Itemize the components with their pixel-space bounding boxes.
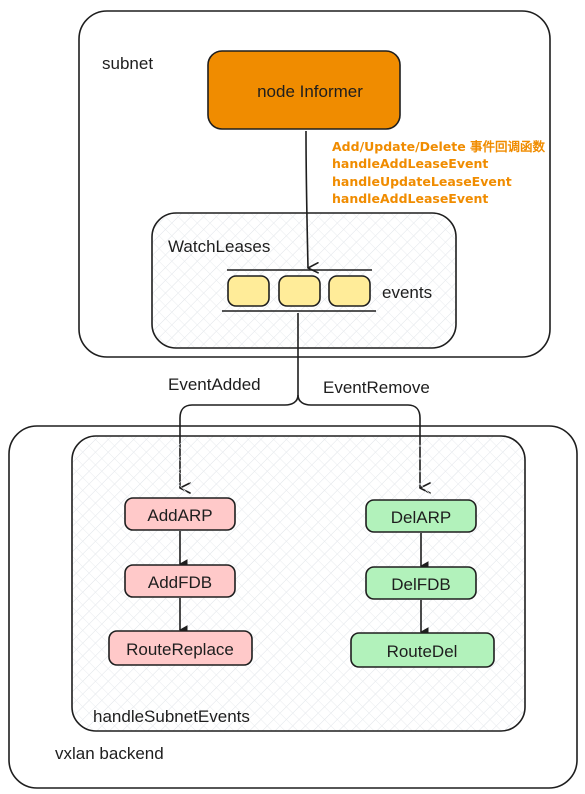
callback-note-line-1: handleAddLeaseEvent [332, 156, 488, 171]
node-informer-label: node Informer [257, 82, 363, 101]
queue-event-item [227, 275, 270, 307]
add-fdb-label: AddFDB [148, 573, 212, 592]
add-arp-box [124, 497, 236, 531]
subnet-label: subnet [102, 54, 153, 73]
vxlan-backend-label: vxlan backend [55, 744, 164, 763]
node-informer-box [207, 50, 401, 130]
del-arp-label: DelARP [391, 508, 451, 527]
del-fdb-label: DelFDB [391, 575, 451, 594]
callback-note-line-0: Add/Update/Delete 事件回调函数 [332, 139, 546, 154]
add-fdb-box [124, 564, 236, 598]
route-del-label: RouteDel [387, 642, 458, 661]
add-arp-label: AddARP [147, 506, 212, 525]
callback-note-line-3: handleAddLeaseEvent [332, 191, 488, 206]
del-arp-box [365, 499, 477, 533]
queue-event-item [328, 275, 371, 307]
event-added-arrow [179, 313, 299, 494]
queue-event-item [278, 275, 321, 307]
event-remove-arrow [297, 394, 431, 494]
vxlan-backend-container [8, 425, 578, 789]
events-label: events [382, 283, 432, 302]
event-added-label: EventAdded [168, 375, 261, 394]
subnet-container [78, 10, 551, 358]
route-del-box [350, 632, 495, 668]
watch-leases-label: WatchLeases [168, 237, 270, 256]
event-remove-label: EventRemove [323, 378, 430, 397]
informer-to-queue-arrow [305, 130, 319, 274]
handle-subnet-events-label: handleSubnetEvents [93, 707, 250, 726]
callback-note-line-2: handleUpdateLeaseEvent [332, 174, 512, 189]
route-replace-label: RouteReplace [126, 640, 234, 659]
route-replace-box [108, 630, 253, 666]
del-fdb-box [365, 566, 477, 600]
